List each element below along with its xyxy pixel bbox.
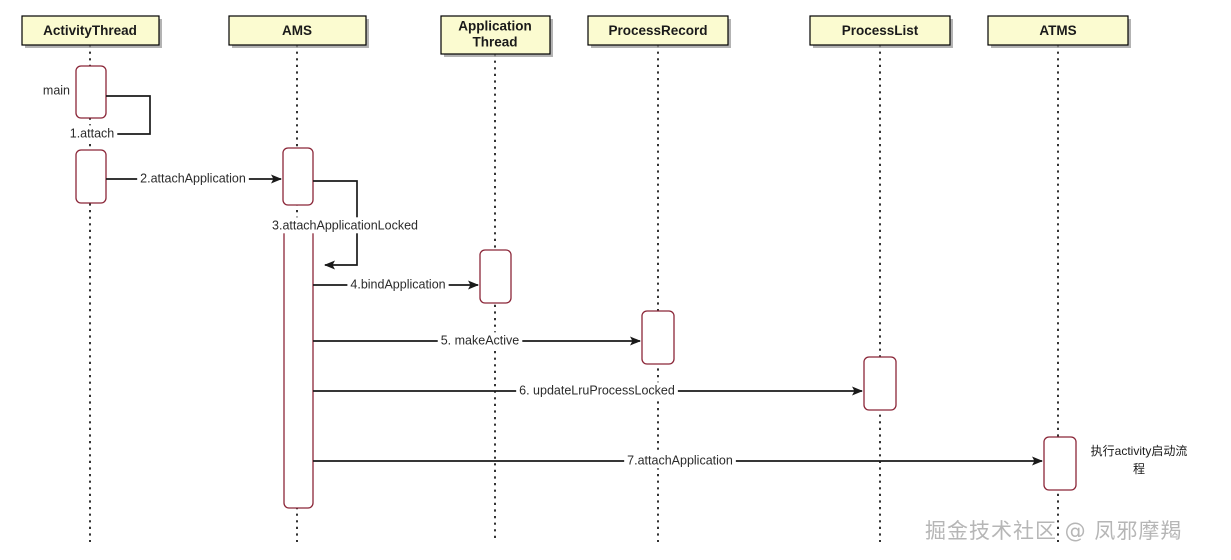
atms-note: 执行activity启动流 [1091, 444, 1188, 458]
atms-note-line2: 程 [1133, 461, 1145, 476]
lifeline-box-ams[interactable] [228, 15, 367, 46]
lifeline-title-applicationthread-line2: Thread [472, 35, 517, 50]
message-label-bg-6 [516, 382, 678, 399]
main-label: main [43, 83, 70, 97]
lifeline-atms: ATMS [987, 15, 1131, 542]
lifeline-title-processlist: ProcessList [842, 23, 919, 38]
watermark: 掘金技术社区 @ 凤邪摩羯 [925, 519, 1182, 543]
activation-bar-act-proclist[interactable] [863, 356, 897, 411]
lifeline-title-activitythread: ActivityThread [43, 23, 137, 38]
activation-bar-act-ams-2[interactable] [283, 227, 314, 509]
message-label-4: 4.bindApplication [350, 277, 445, 291]
activation-bar-act-atms[interactable] [1043, 436, 1077, 491]
watermark-layer: 掘金技术社区 @ 凤邪摩羯 [925, 519, 1182, 543]
message-self-path-1[interactable] [87, 95, 151, 139]
lifeline-box-processrecord[interactable] [587, 15, 729, 46]
lifeline-box-processlist[interactable] [809, 15, 951, 46]
message-label-7: 7.attachApplication [627, 453, 733, 467]
messages-layer [87, 95, 1043, 466]
lifeline-processrecord: ProcessRecord [587, 15, 731, 542]
message-label-bg-2 [137, 170, 249, 187]
message-label-bg-1 [66, 125, 118, 142]
lifeline-box-applicationthread[interactable] [440, 15, 551, 55]
activations-layer [75, 65, 1077, 509]
lifeline-title-atms: ATMS [1039, 23, 1076, 38]
activation-bar-act-at-main[interactable] [75, 65, 107, 119]
lifeline-activitythread: ActivityThread [21, 15, 162, 542]
lifeline-title-processrecord: ProcessRecord [608, 23, 707, 38]
message-label-bg-4 [347, 276, 449, 293]
message-label-2: 2.attachApplication [140, 171, 246, 185]
labels-layer: 1.attach 2.attachApplication 3.attachAppli… [43, 83, 736, 469]
lifeline-title-applicationthread: Application [458, 19, 532, 34]
message-label-bg-3 [269, 217, 422, 234]
lifeline-processlist: ProcessList [809, 15, 953, 542]
lifeline-ams: AMS [228, 15, 369, 542]
message-label-bg-7 [624, 452, 736, 469]
activation-bar-act-appthread[interactable] [479, 249, 512, 304]
lifeline-box-activitythread[interactable] [21, 15, 160, 46]
message-label-3: 3.attachApplicationLocked [272, 218, 418, 232]
activation-bar-act-at-attach[interactable] [75, 149, 107, 204]
lifeline-title-ams: AMS [282, 23, 312, 38]
message-label-5: 5. makeActive [441, 333, 520, 347]
message-label-bg-5 [437, 332, 523, 349]
message-label-1: 1.attach [70, 126, 115, 140]
activation-bar-act-procrec[interactable] [641, 310, 675, 365]
message-label-6: 6. updateLruProcessLocked [519, 383, 675, 397]
activation-bar-act-ams-1[interactable] [282, 147, 314, 206]
message-1 [87, 95, 151, 139]
lifeline-box-atms[interactable] [987, 15, 1129, 46]
